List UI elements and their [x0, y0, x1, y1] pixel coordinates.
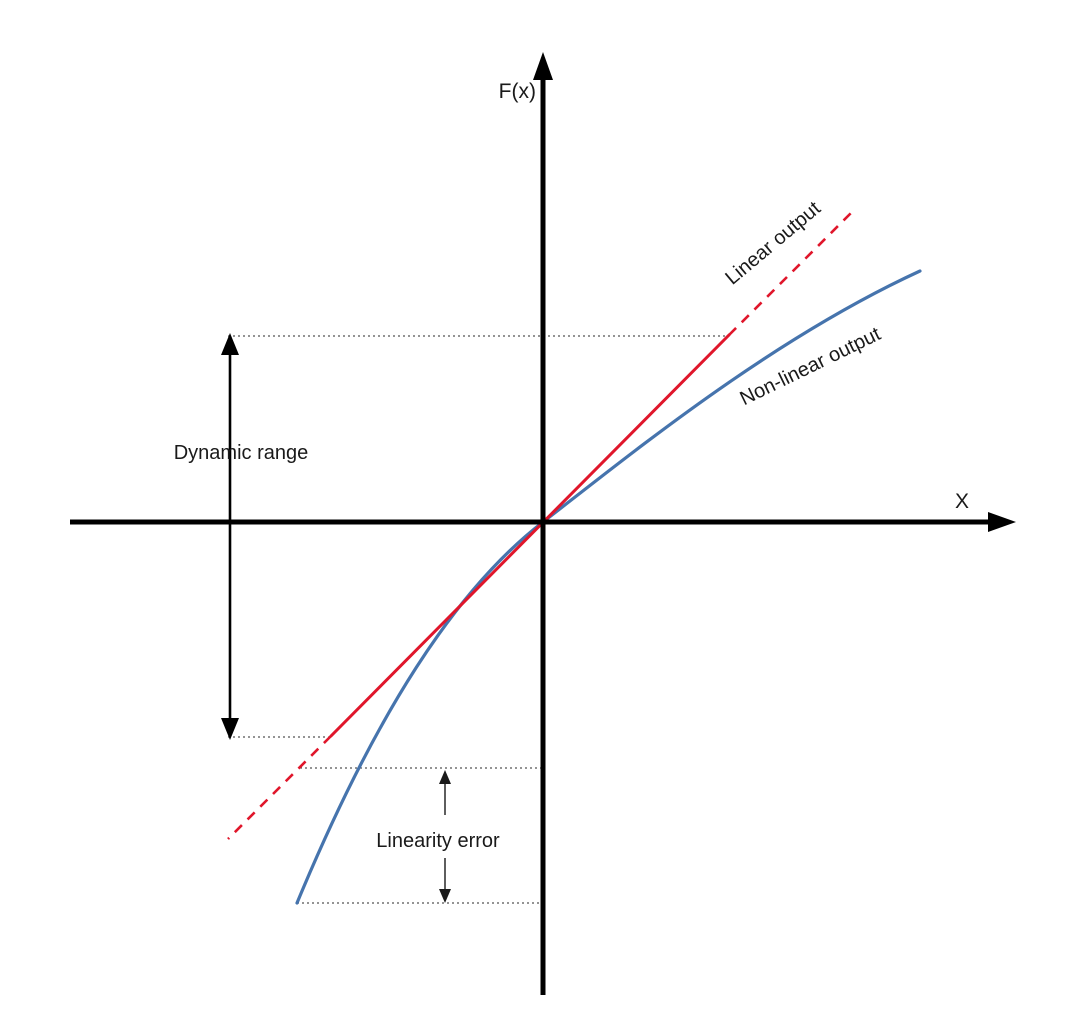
linear-output-dashed-lower — [227, 735, 332, 840]
x-axis-arrowhead — [988, 512, 1016, 532]
linearity-error-arrowhead-up — [439, 770, 451, 784]
nonlinear-output-label: Non-linear output — [737, 323, 885, 410]
dynamic-range-arrowhead-down — [221, 718, 239, 740]
linearity-error-label: Linearity error — [376, 830, 500, 852]
x-axis-label: X — [955, 490, 969, 513]
dynamic-range-label: Dynamic range — [174, 442, 309, 464]
linear-output-label: Linear output — [721, 197, 825, 289]
dynamic-range-arrowhead-up — [221, 333, 239, 355]
y-axis-arrowhead — [533, 52, 553, 80]
y-axis-label: F(x) — [499, 80, 536, 103]
linearity-error-arrowhead-down — [439, 889, 451, 903]
linear-output-solid — [329, 333, 731, 738]
linear-output-dashed-upper — [728, 207, 857, 336]
